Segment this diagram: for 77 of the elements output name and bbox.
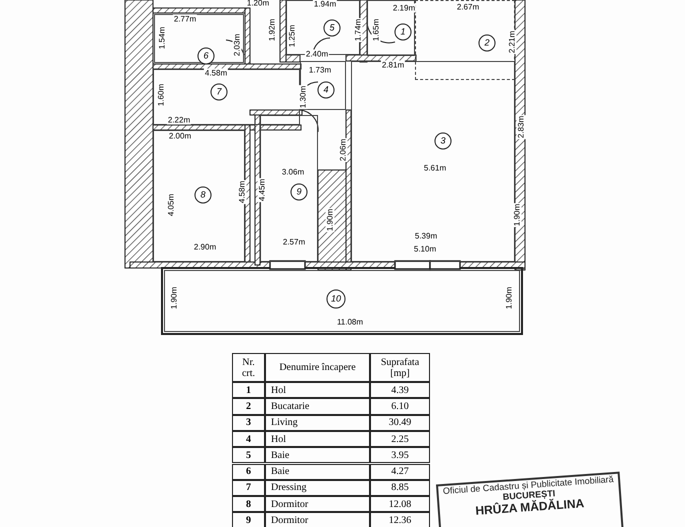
table-text: 6 [246,466,251,478]
table-text: Dormitor [271,498,308,510]
table-text: 6.10 [391,400,409,412]
room-number: 9 [290,184,308,200]
table-text: 30.49 [388,417,412,428]
dimension-label: 2.67m [456,2,480,12]
dimension-label: 1.92m [268,18,276,42]
table-text: Baie [271,466,290,478]
dimension-label: 2.00m [168,132,192,140]
table-text: 8.85 [391,482,409,494]
table-text: Dormitor [271,515,308,526]
column-header: Suprafata [mp] [380,356,420,378]
table-text: Living [271,417,298,428]
dimension-label: 2.81m [380,60,406,70]
dimension-label: 1.20m [246,0,270,8]
dimension-label: 2.19m [392,4,416,12]
dimension-label: 5.39m [414,232,438,240]
dimension-label: 1.25m [288,24,296,48]
dimension-label: 5.61m [422,164,448,172]
dimension-label: 2.77m [172,14,198,24]
room-number: 1 [394,24,412,40]
table-text: 12.36 [388,515,412,526]
dimension-label: 1.90m [512,202,522,228]
dimension-label: 11.08m [336,318,364,326]
dimension-label: 4.58m [238,180,246,204]
room-number: 7 [210,84,228,100]
dimension-label: 2.03m [232,32,242,58]
column-header: Denumire încapere [278,362,357,373]
table-text: Bucatarie [271,400,310,412]
dimension-label: 1.65m [372,18,380,42]
table-text: 4.27 [391,466,409,478]
table-text: Baie [271,450,290,461]
room-number: 3 [434,132,452,150]
dimension-label: 3.06m [280,168,306,176]
table-text: Hol [271,384,286,396]
dimension-label: 1.54m [158,26,166,50]
column-header: Nr. crt. [240,356,256,378]
table-text: 4 [246,434,251,445]
dimension-label: 1.30m [298,84,308,110]
dimension-label: 1.94m [312,0,338,8]
dimension-label: 4.45m [258,178,266,202]
table-text: 7 [246,482,251,494]
dimension-label: 2.22m [166,116,192,124]
room-number: 2 [478,34,496,52]
dimension-label: 1.90m [504,286,514,310]
room-number: 8 [194,186,212,204]
table-text: 3.95 [391,450,409,461]
table-text: Hol [271,434,286,445]
table-text: 3 [246,417,251,428]
dimension-label: 2.40m [304,50,330,58]
official-stamp [436,472,624,527]
dimension-label: 1.60m [156,82,166,108]
dimension-label: 2.90m [192,242,218,252]
dimension-label: 1.74m [354,18,362,42]
table-text: Dressing [271,482,307,494]
table-text: 4.39 [391,384,409,396]
table-text: 12.08 [388,498,412,510]
dimension-label: 5.10m [412,244,438,254]
table-text: 1 [246,384,251,396]
room-number: 5 [324,20,340,36]
dimension-label: 2.06m [338,138,348,162]
room-number: 10 [326,290,346,308]
table-text: 5 [246,450,251,461]
dimension-label: 2.83m [516,114,526,140]
room-number: 6 [198,48,214,64]
dimension-label: 2.57m [282,238,306,246]
dimension-label: 4.05m [166,192,176,218]
table-text: 9 [246,515,251,526]
dimension-label: 1.90m [170,286,178,310]
dimension-label: 2.21m [508,30,516,54]
dimension-label: 1.73m [308,66,332,74]
table-text: 2.25 [391,434,409,445]
room-number: 4 [318,82,334,98]
table-text: 8 [246,498,251,510]
table-text: 2 [246,400,251,412]
dimension-label: 1.90m [326,208,334,232]
dimension-label: 4.58m [204,68,228,78]
